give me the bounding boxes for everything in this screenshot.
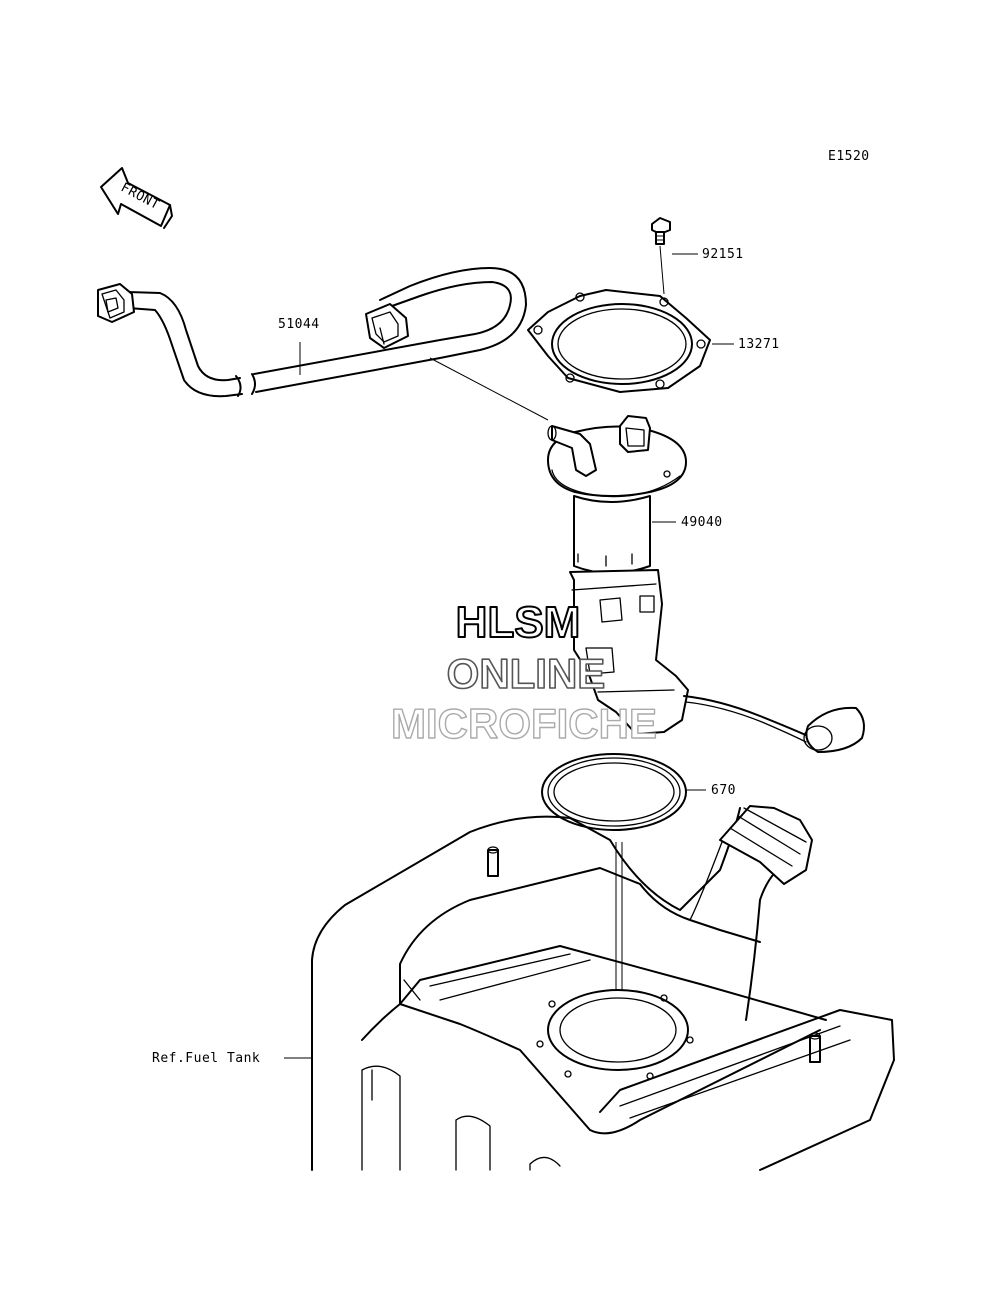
watermark: HLSM ONLINE MICROFICHE bbox=[390, 597, 657, 748]
mounting-gasket bbox=[527, 289, 734, 393]
front-arrow-label: FRONT bbox=[118, 180, 162, 213]
fuel-tank bbox=[284, 805, 895, 1171]
front-arrow-icon: FRONT bbox=[100, 167, 173, 229]
o-ring bbox=[541, 753, 706, 1032]
fuel-hose bbox=[97, 267, 549, 421]
label-92151: 92151 bbox=[702, 247, 744, 262]
label-49040: 49040 bbox=[681, 515, 723, 530]
fuel-pump-assembly bbox=[547, 415, 865, 753]
label-51044: 51044 bbox=[278, 317, 320, 332]
bolt bbox=[651, 217, 698, 295]
label-ref-fuel-tank: Ref.Fuel Tank bbox=[152, 1051, 260, 1066]
label-13271: 13271 bbox=[738, 337, 780, 352]
watermark-line3: MICROFICHE bbox=[391, 700, 657, 747]
diagram-code: E1520 bbox=[828, 149, 870, 164]
watermark-line1: HLSM bbox=[456, 598, 581, 647]
watermark-line2: ONLINE bbox=[447, 650, 606, 697]
label-670: 670 bbox=[711, 783, 736, 798]
